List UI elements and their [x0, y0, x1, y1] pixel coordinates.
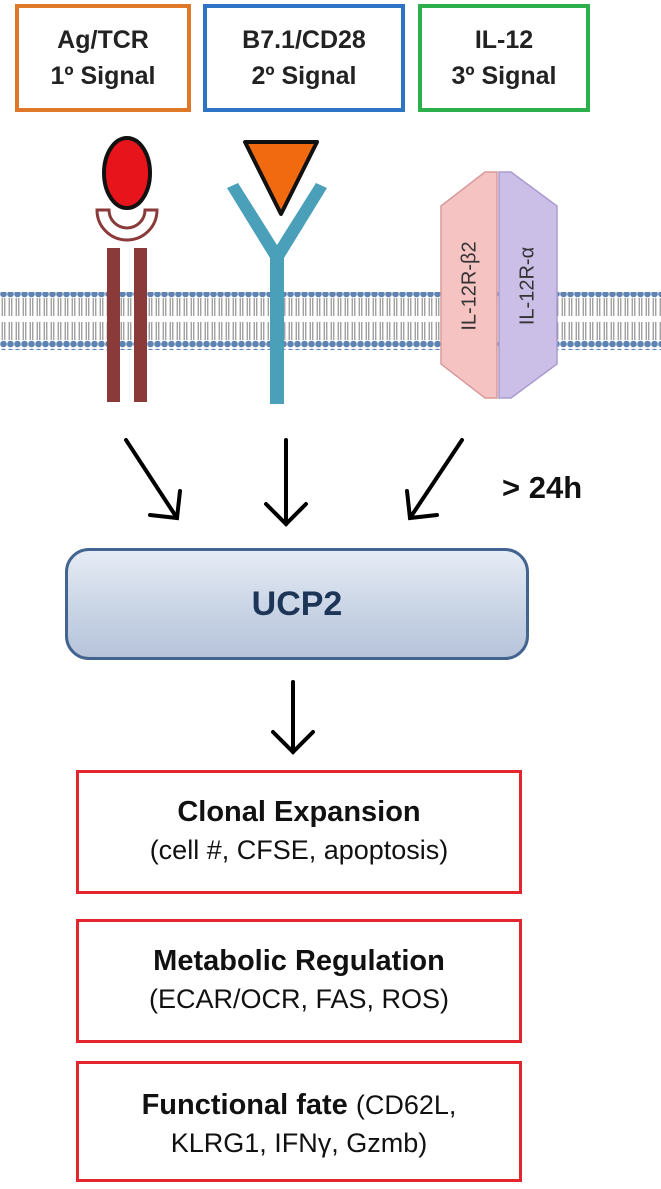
- signal-box-cd28: B7.1/CD28 2º Signal: [203, 4, 405, 112]
- outcome-clonal-expansion: Clonal Expansion (cell #, CFSE, apoptosi…: [76, 770, 522, 894]
- outcome-functional-fate: Functional fate (CD62L, KLRG1, IFNγ, Gzm…: [76, 1061, 522, 1182]
- outcome-metabolic-regulation: Metabolic Regulation (ECAR/OCR, FAS, ROS…: [76, 919, 522, 1043]
- duration-label: > 24h: [502, 470, 583, 505]
- arrow-cd28-to-ucp2: [264, 438, 308, 527]
- arrow-il12-to-ucp2: [405, 438, 464, 521]
- signal-name: B7.1/CD28: [242, 26, 366, 54]
- il12r-alpha-label: IL-12R-α: [516, 247, 538, 325]
- il12-receptor: IL-12R-β2 IL-12R-α: [440, 171, 558, 399]
- outcome-subtitle: (ECAR/OCR, FAS, ROS): [148, 984, 450, 1014]
- outcome-subtitle: (cell #, CFSE, apoptosis): [149, 835, 449, 865]
- outcome-title: Metabolic Regulation: [153, 945, 445, 977]
- signal-name: Ag/TCR: [57, 26, 149, 54]
- outcome-title: Clonal Expansion: [177, 796, 421, 828]
- signal-name: IL-12: [474, 26, 534, 54]
- cell-membrane: [0, 292, 661, 350]
- b7-ligand: [243, 140, 319, 216]
- antigen: [102, 136, 152, 210]
- signal-order: 3º Signal: [451, 62, 557, 90]
- il12r-beta2-label: IL-12R-β2: [458, 241, 480, 330]
- ucp2-box: UCP2: [65, 548, 529, 660]
- outcome-subtitle: KLRG1, IFNγ, Gzmb): [170, 1128, 428, 1158]
- tcr-receptor: [95, 208, 159, 402]
- signal-order: 1º Signal: [50, 62, 156, 90]
- arrow-tcr-to-ucp2: [124, 438, 182, 521]
- outcome-title-markers: (CD62L,: [355, 1090, 457, 1120]
- cd28-receptor: [227, 183, 327, 404]
- signal-order: 2º Signal: [251, 62, 357, 90]
- signal-box-tcr: Ag/TCR 1º Signal: [15, 4, 191, 112]
- arrow-ucp2-to-outcomes: [271, 680, 315, 755]
- ucp2-label: UCP2: [251, 584, 343, 623]
- outcome-title: Functional fate: [141, 1089, 348, 1121]
- signal-box-il12: IL-12 3º Signal: [418, 4, 590, 112]
